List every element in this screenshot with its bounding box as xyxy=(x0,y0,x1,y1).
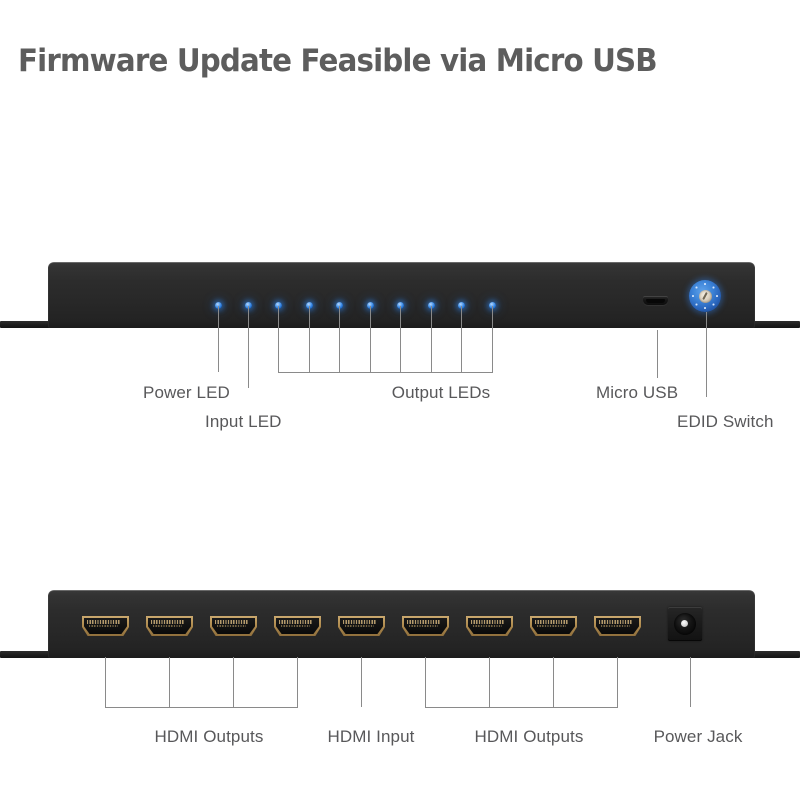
edid-tick-1 xyxy=(712,286,715,289)
hdmi-output-port-1[interactable] xyxy=(82,616,129,636)
leader-line-rear-port-8 xyxy=(617,657,618,707)
hdmi-input-port[interactable] xyxy=(338,616,385,636)
hdmi-pin-row-top xyxy=(343,619,376,624)
leader-line-output-5 xyxy=(400,306,401,372)
edid-dial-center xyxy=(698,289,712,303)
edid-dial-slot xyxy=(702,291,708,301)
edid-tick-6 xyxy=(692,295,694,297)
output-led-indicator-6 xyxy=(428,302,435,309)
edid-tick-5 xyxy=(695,303,698,306)
leader-line-power-led xyxy=(218,306,219,372)
leader-line-rear-port-6 xyxy=(489,657,490,707)
hdmi-output-port-4[interactable] xyxy=(274,616,321,636)
output-led-indicator-7 xyxy=(458,302,465,309)
output-led-indicator-5 xyxy=(397,302,404,309)
callout-power-jack: Power Jack xyxy=(653,727,743,746)
hdmi-pin-row-bottom xyxy=(281,624,310,627)
leader-line-input-led xyxy=(248,306,249,388)
hdmi-pin-row-top xyxy=(407,619,440,624)
bracket-hdmi-outputs-left xyxy=(105,707,298,708)
callout-micro-usb: Micro USB xyxy=(596,383,679,402)
leader-line-rear-port-3 xyxy=(233,657,234,707)
micro-usb-port[interactable] xyxy=(643,296,668,305)
callout-hdmi-outputs-right: HDMI Outputs xyxy=(474,727,584,746)
power-jack-barrel xyxy=(674,613,696,635)
callout-power-led: Power LED xyxy=(143,383,230,402)
hdmi-pin-row-top xyxy=(535,619,568,624)
leader-line-output-6 xyxy=(431,306,432,372)
edid-tick-3 xyxy=(712,303,715,306)
callout-hdmi-outputs-left: HDMI Outputs xyxy=(154,727,264,746)
leader-line-output-4 xyxy=(370,306,371,372)
hdmi-pin-row-bottom xyxy=(345,624,374,627)
output-led-indicator-2 xyxy=(306,302,313,309)
page-title: Firmware Update Feasible via Micro USB xyxy=(18,43,658,79)
hdmi-pin-row-top xyxy=(471,619,504,624)
output-led-indicator-4 xyxy=(367,302,374,309)
rear-panel-mount-ear-left xyxy=(0,651,56,658)
leader-line-output-1 xyxy=(278,306,279,372)
leader-line-rear-port-4 xyxy=(297,657,298,707)
leader-line-output-7 xyxy=(461,306,462,372)
bracket-output-leds xyxy=(278,372,493,373)
hdmi-pin-row-top xyxy=(279,619,312,624)
leader-line-rear-port-2 xyxy=(169,657,170,707)
hdmi-pin-row-bottom xyxy=(537,624,566,627)
leader-line-power-jack xyxy=(690,657,691,707)
leader-line-edid-switch xyxy=(706,312,707,397)
front-panel-mount-ear-left xyxy=(0,321,56,328)
hdmi-pin-row-bottom xyxy=(409,624,438,627)
leader-line-output-3 xyxy=(339,306,340,372)
callout-hdmi-input: HDMI Input xyxy=(327,727,415,746)
leader-line-rear-port-1 xyxy=(105,657,106,707)
leader-line-rear-hdmi-input xyxy=(361,657,362,707)
hdmi-pin-row-top xyxy=(87,619,120,624)
hdmi-pin-row-bottom xyxy=(153,624,182,627)
edid-tick-4 xyxy=(704,307,706,309)
hdmi-output-port-2[interactable] xyxy=(146,616,193,636)
input-led-indicator xyxy=(245,302,252,309)
output-led-indicator-3 xyxy=(336,302,343,309)
power-jack-center-pin xyxy=(681,619,688,627)
leader-line-micro-usb xyxy=(657,330,658,378)
output-led-indicator-1 xyxy=(275,302,282,309)
hdmi-output-port-5[interactable] xyxy=(402,616,449,636)
leader-line-output-8 xyxy=(492,306,493,372)
leader-line-rear-port-7 xyxy=(553,657,554,707)
bracket-hdmi-outputs-right xyxy=(425,707,618,708)
callout-output-leds: Output LEDs xyxy=(391,383,491,402)
leader-line-output-2 xyxy=(309,306,310,372)
front-panel-chassis xyxy=(48,262,755,328)
edid-rotary-switch[interactable] xyxy=(689,280,721,312)
edid-tick-7 xyxy=(695,286,698,289)
hdmi-output-port-3[interactable] xyxy=(210,616,257,636)
rear-panel-chassis xyxy=(48,590,755,658)
edid-tick-2 xyxy=(716,295,718,297)
hdmi-pin-row-bottom xyxy=(473,624,502,627)
hdmi-output-port-6[interactable] xyxy=(466,616,513,636)
hdmi-output-port-8[interactable] xyxy=(594,616,641,636)
output-led-indicator-8 xyxy=(489,302,496,309)
rear-panel-mount-ear-right xyxy=(744,651,800,658)
hdmi-pin-row-bottom xyxy=(89,624,118,627)
hdmi-pin-row-bottom xyxy=(601,624,630,627)
callout-input-led: Input LED xyxy=(205,412,282,431)
edid-tick-0 xyxy=(704,283,706,285)
callout-edid-switch: EDID Switch xyxy=(677,412,774,431)
hdmi-output-port-7[interactable] xyxy=(530,616,577,636)
front-panel-mount-ear-right xyxy=(744,321,800,328)
power-led-indicator xyxy=(215,302,222,309)
hdmi-pin-row-top xyxy=(151,619,184,624)
leader-line-rear-port-5 xyxy=(425,657,426,707)
hdmi-pin-row-top xyxy=(215,619,248,624)
hdmi-pin-row-bottom xyxy=(217,624,246,627)
hdmi-pin-row-top xyxy=(599,619,632,624)
power-jack-connector[interactable] xyxy=(668,607,702,641)
